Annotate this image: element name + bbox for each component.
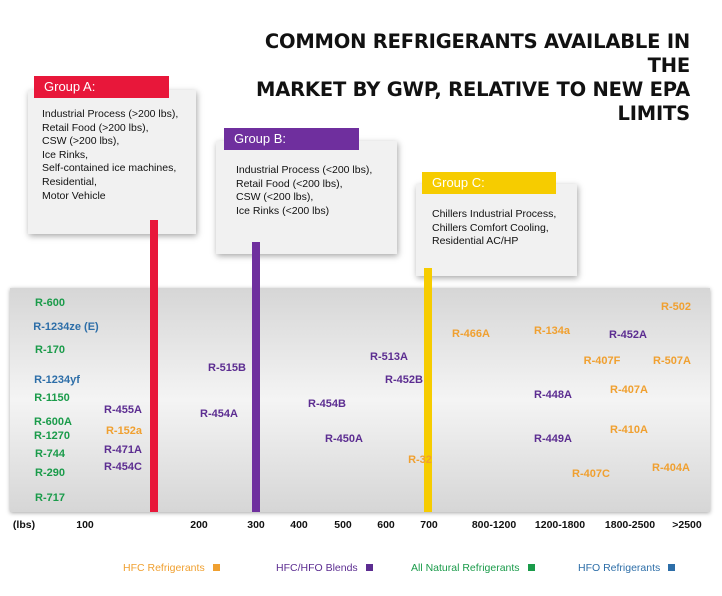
refrigerant-label: R-454B xyxy=(308,398,346,410)
group-a-item: Ice Rinks, xyxy=(42,148,89,161)
x-tick-label: 600 xyxy=(377,519,395,531)
group-c-item: Chillers Comfort Cooling, xyxy=(432,221,549,234)
group-a-panel xyxy=(28,90,196,234)
legend-swatch xyxy=(365,564,373,571)
group-c-item: Residential AC/HP xyxy=(432,235,519,248)
group-a-item: Self-contained ice machines, xyxy=(42,162,177,175)
x-tick-label: 700 xyxy=(420,519,438,531)
refrigerant-label: R-407C xyxy=(572,468,610,480)
x-tick-label: 400 xyxy=(290,519,308,531)
group-b-panel xyxy=(216,141,397,254)
legend-item-blend: HFC/HFO Blends xyxy=(276,562,373,574)
refrigerant-label: R-410A xyxy=(610,424,648,436)
refrigerant-label: R-600A xyxy=(34,416,72,428)
refrigerant-label: R-404A xyxy=(652,462,690,474)
legend-label: All Natural Refrigerants xyxy=(411,562,520,574)
x-tick-label: >2500 xyxy=(672,519,702,531)
group-c-items: Chillers Industrial Process, Chillers Co… xyxy=(432,208,556,249)
refrigerant-label: R-290 xyxy=(35,467,65,479)
refrigerant-label: R-407A xyxy=(610,384,648,396)
group-a-item: Motor Vehicle xyxy=(42,189,106,202)
x-tick-label: 100 xyxy=(76,519,94,531)
group-c-item: Chillers Industrial Process, xyxy=(432,208,557,220)
x-tick-label: 300 xyxy=(247,519,265,531)
refrigerant-label: R-1270 xyxy=(33,430,71,442)
legend-swatch xyxy=(668,564,676,571)
group-c-header: Group C: xyxy=(422,172,556,194)
refrigerant-label: R-466A xyxy=(452,328,490,340)
group-b-item: Industrial Process (<200 lbs), xyxy=(236,164,373,176)
chart-title-line-1: COMMON REFRIGERANTS AVAILABLE IN THE xyxy=(264,30,690,77)
x-tick-label: 1800-2500 xyxy=(604,519,656,531)
group-b-items: Industrial Process (<200 lbs), Retail Fo… xyxy=(236,164,372,218)
legend-label: HFC/HFO Blends xyxy=(276,562,358,574)
refrigerant-label: R-1234ze (E) xyxy=(33,321,99,333)
refrigerant-label: R-471A xyxy=(104,444,142,456)
group-b-header: Group B: xyxy=(224,128,359,150)
refrigerant-label: R-452B xyxy=(385,374,423,386)
refrigerant-label: R-1150 xyxy=(34,392,70,404)
group-a-item: Industrial Process (>200 lbs), xyxy=(42,108,179,120)
refrigerant-label: R-134a xyxy=(533,325,571,337)
refrigerant-label: R-455A xyxy=(104,404,142,416)
refrigerant-label: R-32 xyxy=(408,454,432,466)
group-a-limit-bar xyxy=(150,220,158,512)
group-c-limit-bar xyxy=(424,268,432,512)
refrigerant-label: R-452A xyxy=(609,329,647,341)
refrigerant-label: R-515B xyxy=(208,362,246,374)
group-b-item: Ice Rinks (<200 lbs) xyxy=(236,204,330,217)
group-b-item: CSW (<200 lbs), xyxy=(236,191,314,204)
refrigerant-label: R-1234yf xyxy=(34,374,80,386)
chart-title-line-2: MARKET BY GWP, RELATIVE TO NEW EPA LIMIT… xyxy=(256,78,690,125)
refrigerant-label: R-744 xyxy=(35,448,65,460)
legend-item-hfo: HFO Refrigerants xyxy=(578,562,676,574)
refrigerant-label: R-507A xyxy=(653,355,691,367)
group-a-items: Industrial Process (>200 lbs), Retail Fo… xyxy=(42,108,178,203)
x-axis-unit-label: (lbs) xyxy=(12,519,36,531)
refrigerant-label: R-170 xyxy=(35,344,65,356)
legend-swatch xyxy=(212,564,220,571)
refrigerant-label: R-448A xyxy=(534,389,572,401)
group-b-item: Retail Food (<200 lbs), xyxy=(236,177,343,190)
refrigerant-label: R-454A xyxy=(200,408,238,420)
chart-title: COMMON REFRIGERANTS AVAILABLE IN THE MAR… xyxy=(220,30,690,126)
group-a-item: CSW (>200 lbs), xyxy=(42,135,120,148)
legend-label: HFO Refrigerants xyxy=(578,562,661,574)
refrigerant-label: R-600 xyxy=(35,297,65,309)
refrigerant-label: R-407F xyxy=(583,355,621,367)
refrigerant-label: R-450A xyxy=(325,433,363,445)
refrigerant-label: R-513A xyxy=(370,351,408,363)
refrigerant-label: R-717 xyxy=(35,492,65,504)
legend-item-natural: All Natural Refrigerants xyxy=(411,562,535,574)
x-tick-label: 500 xyxy=(334,519,352,531)
legend-item-hfc: HFC Refrigerants xyxy=(123,562,220,574)
refrigerant-label: R-454C xyxy=(104,461,142,473)
group-a-header: Group A: xyxy=(34,76,169,98)
x-tick-label: 1200-1800 xyxy=(534,519,586,531)
plot-area xyxy=(10,288,710,512)
group-b-limit-bar xyxy=(252,242,260,512)
x-tick-label: 200 xyxy=(190,519,208,531)
legend-swatch xyxy=(527,564,535,571)
legend-label: HFC Refrigerants xyxy=(123,562,205,574)
x-tick-label: 800-1200 xyxy=(471,519,517,531)
refrigerant-label: R-449A xyxy=(534,433,572,445)
refrigerant-label: R-152a xyxy=(105,425,143,437)
group-a-item: Residential, xyxy=(42,175,97,188)
group-a-item: Retail Food (>200 lbs), xyxy=(42,121,149,134)
refrigerant-label: R-502 xyxy=(661,301,691,313)
group-c-panel xyxy=(416,184,577,276)
